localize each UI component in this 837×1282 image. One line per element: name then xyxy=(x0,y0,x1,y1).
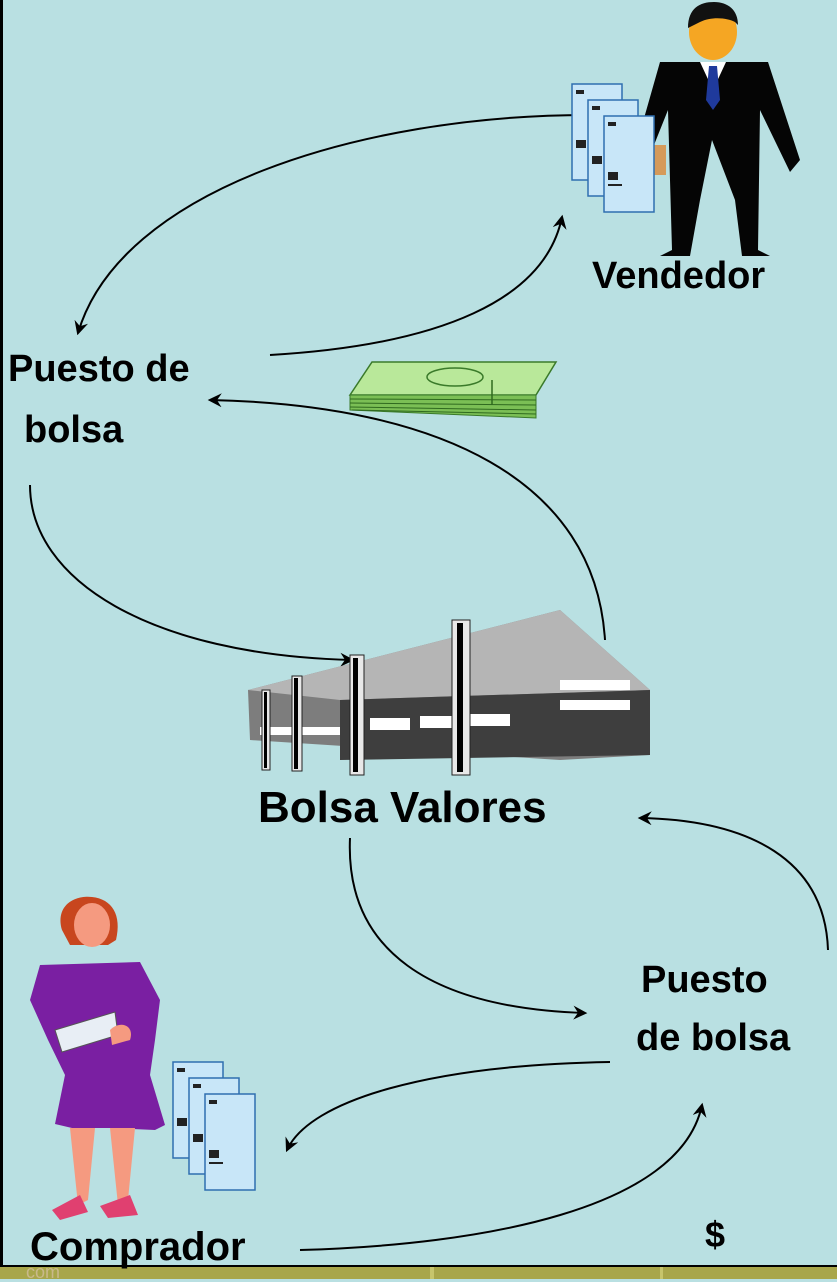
arrow-bolsa-to-puesto2 xyxy=(348,837,588,1020)
arrow-bolsa-to-puesto xyxy=(207,393,606,641)
label-comprador: Comprador xyxy=(30,1225,246,1269)
arrow-comprador-to-puesto2 xyxy=(299,1102,707,1251)
stock-exchange-building-icon xyxy=(248,610,650,776)
stock-certificate-icon xyxy=(571,83,655,213)
footer-band xyxy=(0,1266,837,1279)
arrow-puesto-to-vendedor xyxy=(269,214,567,356)
businessman-icon xyxy=(635,2,800,256)
label-puesto-de-bolsa-top-line2: bolsa xyxy=(24,409,124,451)
stock-certificate-icon xyxy=(172,1061,256,1191)
arrow-vendedor-to-puesto xyxy=(74,114,589,336)
arrow-puesto-to-bolsa xyxy=(29,484,355,667)
label-vendedor: Vendedor xyxy=(592,255,766,297)
arrow-puesto2-to-bolsa xyxy=(637,811,829,951)
logo-fragment: com xyxy=(26,1262,61,1282)
arrow-puesto2-to-comprador xyxy=(285,1061,611,1153)
label-puesto-de-bolsa-top-line1: Puesto de xyxy=(8,348,190,390)
label-puesto-de-bolsa-bottom-line1: Puesto xyxy=(641,959,768,1001)
label-bolsa-valores: Bolsa Valores xyxy=(258,783,547,832)
money-stack-icon xyxy=(348,361,558,419)
label-dollar: $ xyxy=(705,1214,726,1255)
businesswoman-icon xyxy=(30,896,165,1220)
label-puesto-de-bolsa-bottom-line2: de bolsa xyxy=(636,1017,791,1059)
